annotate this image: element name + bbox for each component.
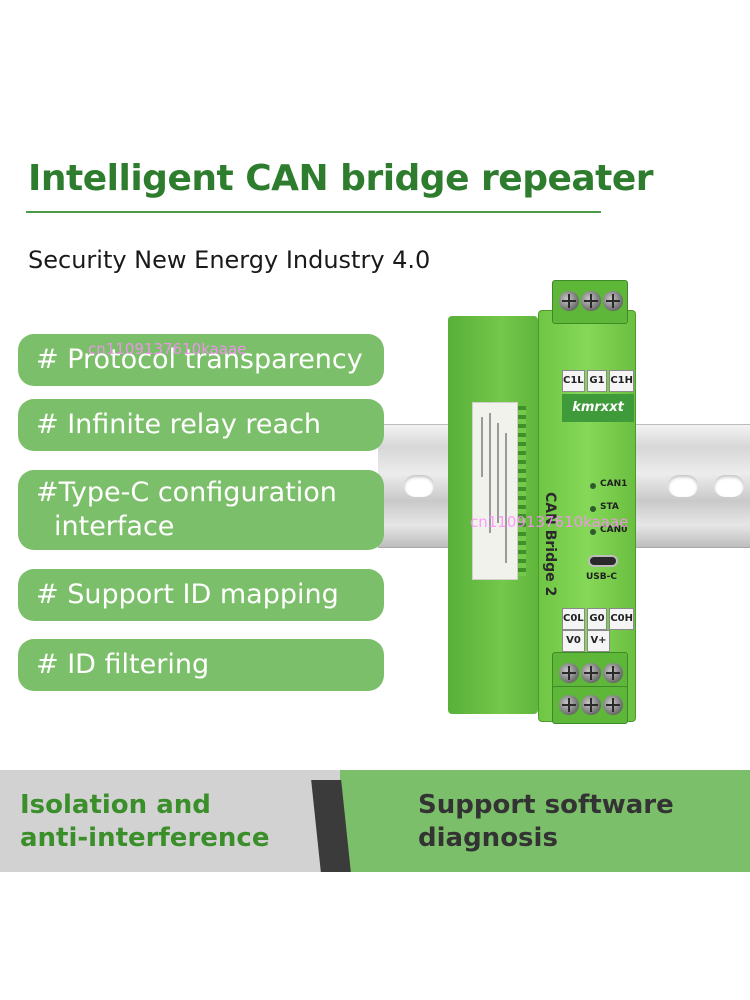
terminal-label: G1: [586, 370, 608, 392]
rail-slot: [714, 475, 744, 497]
feature-software-diagnosis: Support software diagnosis: [418, 789, 674, 855]
terminal-label: C1H: [609, 370, 634, 392]
feature-id-filtering: # ID filtering: [18, 639, 384, 691]
can-bridge-device: C1L G1 C1H kmrxxt CAN Bridge 2 CAN1 STA …: [440, 280, 650, 740]
feature-type-c-line1: #Type-C configuration: [36, 477, 337, 508]
feature-infinite-relay: # Infinite relay reach: [18, 399, 384, 451]
feature-protocol-transparency: # Protocol transparency: [18, 334, 384, 386]
usb-c-label: USB-C: [586, 572, 617, 582]
terminal-label: V+: [587, 630, 610, 652]
feature-type-c-line2: interface: [54, 511, 175, 542]
led-label: STA: [600, 502, 619, 512]
rail-slot: [404, 475, 434, 497]
led-indicator: [590, 529, 596, 535]
led-label: CAN1: [600, 479, 628, 489]
feature-diagnosis-line1: Support software: [418, 790, 674, 820]
title-divider: [26, 211, 601, 213]
feature-isolation-line2: anti-interference: [20, 823, 270, 853]
feature-isolation-line1: Isolation and: [20, 790, 211, 820]
screw-icon: [581, 663, 601, 683]
feature-id-mapping: # Support ID mapping: [18, 569, 384, 621]
terminal-label: C0H: [609, 608, 634, 630]
power-terminal-labels: V0 V+: [562, 630, 610, 652]
led-indicator: [590, 483, 596, 489]
screw-icon: [559, 663, 579, 683]
brand-logo: kmrxxt: [562, 394, 634, 422]
bottom-terminal-block-lower: [552, 686, 628, 724]
screw-icon: [603, 663, 623, 683]
bottom-band-left: [0, 770, 340, 872]
terminal-label: V0: [562, 630, 585, 652]
page-title: Intelligent CAN bridge repeater: [28, 158, 654, 199]
watermark: cn1109137610kaaae: [470, 513, 629, 531]
screw-icon: [581, 291, 601, 311]
feature-diagnosis-line2: diagnosis: [418, 823, 558, 853]
led-label: CAN0: [600, 525, 628, 535]
screw-icon: [603, 695, 623, 715]
screw-icon: [603, 291, 623, 311]
device-ribs: [518, 406, 526, 576]
usb-c-port-icon: [588, 555, 618, 567]
terminal-label: C0L: [562, 608, 585, 630]
device-side-label: [472, 402, 518, 580]
page-subtitle: Security New Energy Industry 4.0: [28, 246, 431, 274]
watermark: cn1109137610kaaae: [88, 340, 247, 358]
terminal-label: G0: [586, 608, 608, 630]
terminal-label: C1L: [562, 370, 585, 392]
mid-terminal-labels: C0L G0 C0H: [562, 608, 634, 630]
bottom-band-right: [340, 770, 750, 872]
led-indicator: [590, 506, 596, 512]
device-model-label: CAN Bridge 2: [542, 492, 558, 597]
screw-icon: [559, 291, 579, 311]
screw-icon: [559, 695, 579, 715]
top-terminal-block: [552, 280, 628, 324]
feature-isolation: Isolation and anti-interference: [20, 789, 269, 855]
top-terminal-labels: C1L G1 C1H: [562, 370, 634, 392]
screw-icon: [581, 695, 601, 715]
feature-type-c-config: #Type-C configuration interface: [18, 470, 384, 550]
rail-slot: [668, 475, 698, 497]
